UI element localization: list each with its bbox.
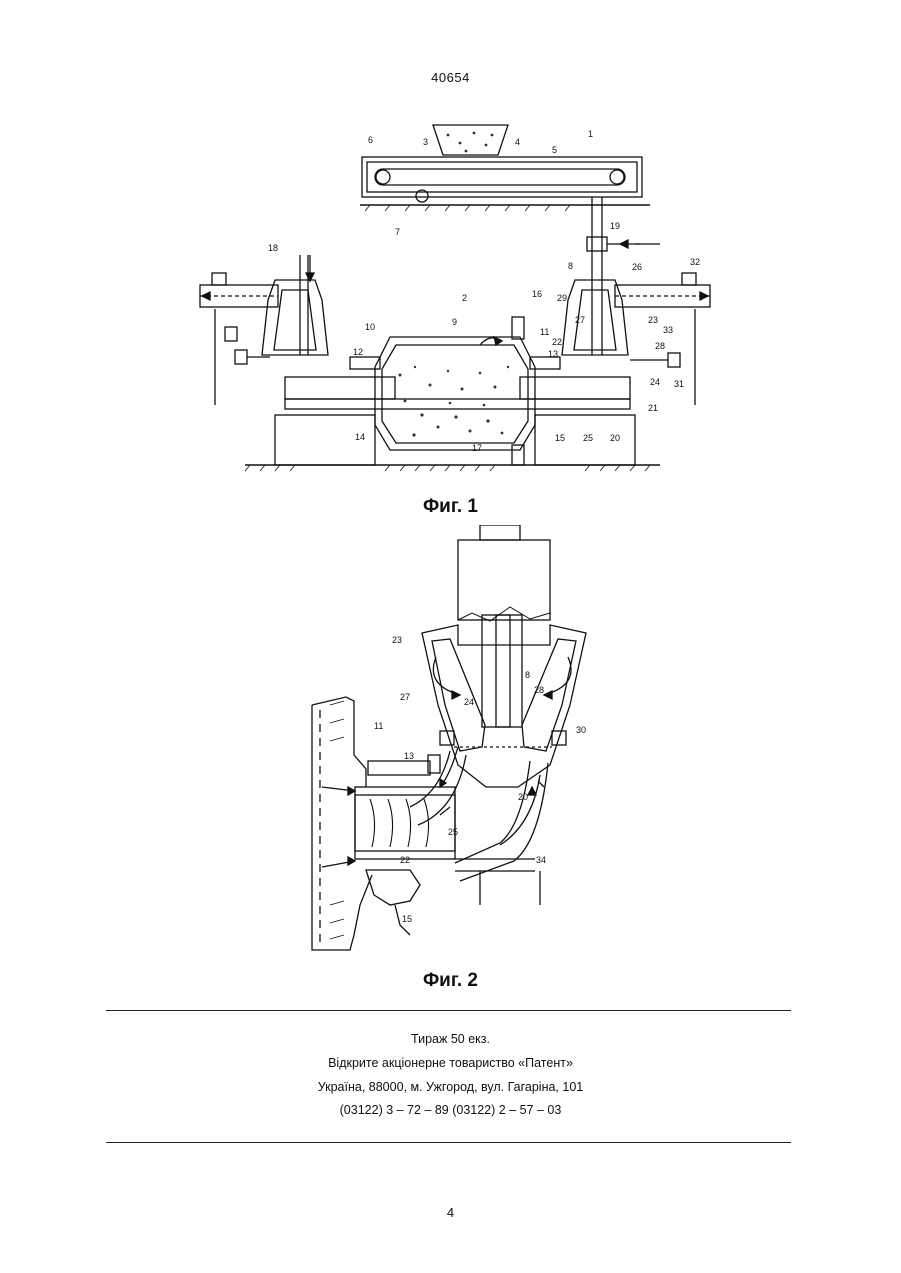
fig2-label-15: 15 [402,914,412,924]
fig1-label-20: 20 [610,433,620,443]
footer-circulation: Тираж 50 екз. [0,1032,901,1046]
fig1-label-14: 14 [355,432,365,442]
fig1-label-31: 31 [674,379,684,389]
fig1-label-19: 19 [610,221,620,231]
fig1-label-9: 9 [452,317,457,327]
figure-1-caption: Фиг. 1 [0,496,901,518]
footer-phones: (03122) 3 – 72 – 89 (03122) 2 – 57 – 03 [0,1103,901,1117]
fig1-label-15: 15 [555,433,565,443]
fig1-label-33: 33 [663,325,673,335]
fig1-label-29: 29 [557,293,567,303]
fig1-label-24: 24 [650,377,660,387]
fig1-label-25: 25 [583,433,593,443]
fig1-label-5: 5 [552,145,557,155]
fig1-label-27: 27 [575,315,585,325]
figure-2-drawing: 8 11 13 15 20 22 23 24 25 27 28 30 34 [300,525,600,965]
footer-divider-bottom [106,1142,791,1143]
fig1-label-18: 18 [268,243,278,253]
fig2-label-27: 27 [400,692,410,702]
fig2-label-8: 8 [525,670,530,680]
fig1-label-12: 12 [353,347,363,357]
fig2-label-22: 22 [400,855,410,865]
fig2-label-23: 23 [392,635,402,645]
fig1-label-22: 22 [552,337,562,347]
fig1-label-1: 1 [588,129,593,139]
fig1-label-11: 11 [540,327,549,337]
fig2-label-30: 30 [576,725,586,735]
fig2-label-24: 24 [464,697,474,707]
fig1-label-32: 32 [690,257,700,267]
fig2-label-11: 11 [374,721,383,731]
document-number: 40654 [0,70,901,85]
footer-address: Україна, 88000, м. Ужгород, вул. Гагарін… [0,1080,901,1094]
fig1-label-26: 26 [632,262,642,272]
fig1-label-7: 7 [395,227,400,237]
fig1-label-2: 2 [462,293,467,303]
fig1-label-13: 13 [548,349,558,359]
fig1-label-28: 28 [655,341,665,351]
page-number: 4 [0,1205,901,1220]
fig2-label-20: 20 [518,792,528,802]
fig1-label-3: 3 [423,137,428,147]
figure-2-caption: Фиг. 2 [0,970,901,992]
fig1-label-21: 21 [648,403,658,413]
footer-publisher: Відкрите акціонерне товариство «Патент» [0,1056,901,1070]
fig1-label-17: 17 [472,443,482,453]
fig2-label-28: 28 [534,685,544,695]
figure-1-drawing: 1 2 3 4 5 6 7 8 9 10 11 12 13 14 15 16 1… [190,105,720,495]
footer-divider-top [106,1010,791,1011]
fig1-label-23: 23 [648,315,658,325]
fig1-label-6: 6 [368,135,373,145]
fig1-label-4: 4 [515,137,520,147]
fig2-label-13: 13 [404,751,414,761]
fig1-label-8: 8 [568,261,573,271]
fig1-label-16: 16 [532,289,542,299]
fig2-label-34: 34 [536,855,546,865]
fig2-label-25: 25 [448,827,458,837]
fig1-label-10: 10 [365,322,375,332]
